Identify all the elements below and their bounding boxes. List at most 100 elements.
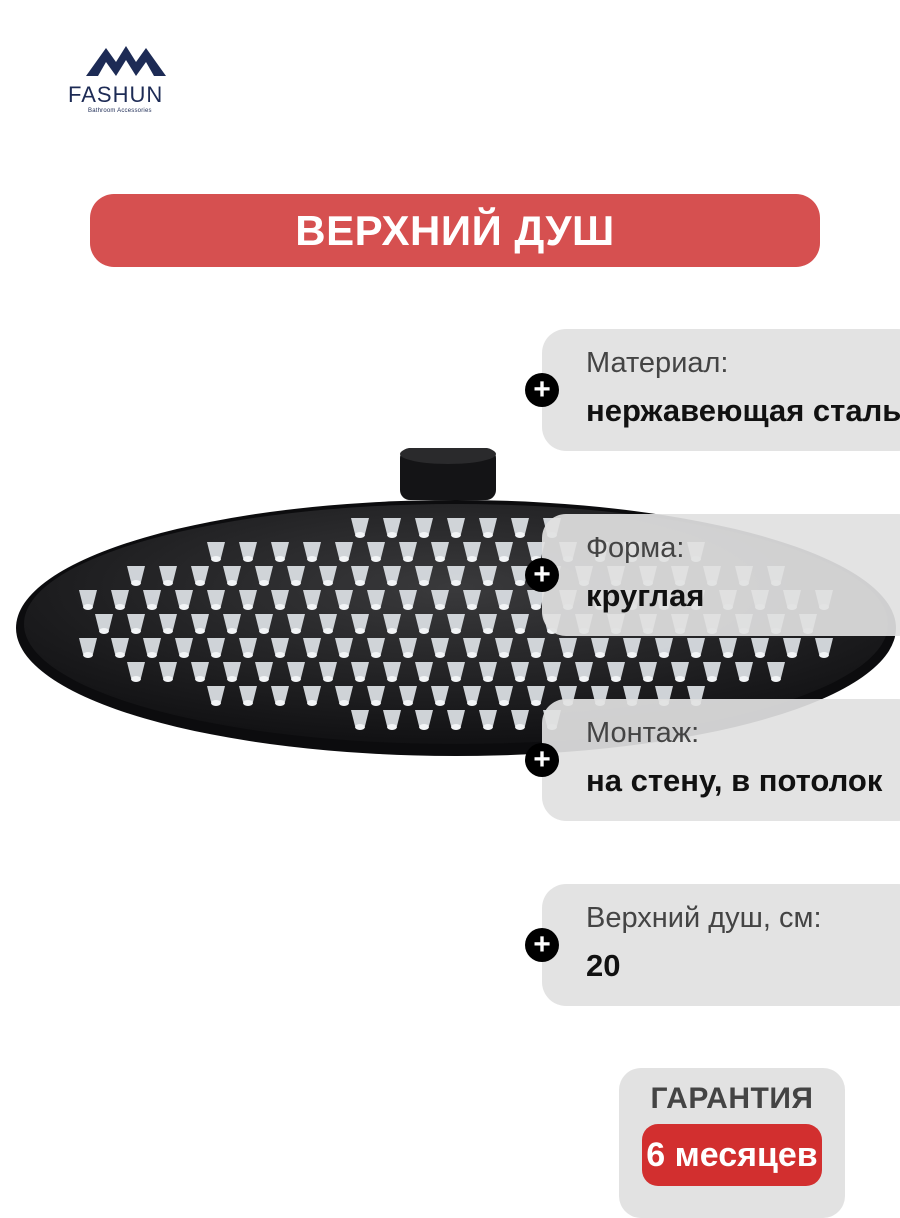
nozzle-tip: [243, 652, 253, 658]
nozzle-tip: [371, 604, 381, 610]
nozzle-tip: [131, 580, 141, 586]
nozzle-tip: [675, 676, 685, 682]
nozzle-tip: [723, 652, 733, 658]
nozzle: [399, 686, 417, 702]
nozzle-tip: [323, 580, 333, 586]
nozzle: [351, 710, 369, 726]
spec-value: нержавеющая сталь: [586, 393, 900, 428]
nozzle-tip: [387, 532, 397, 538]
spec-value: на стену, в потолок: [586, 763, 883, 798]
nozzle: [671, 662, 689, 678]
nozzle-tip: [243, 700, 253, 706]
nozzle: [207, 542, 225, 558]
nozzle-tip: [467, 652, 477, 658]
spec-value: круглая: [586, 578, 705, 613]
nozzle-tip: [403, 604, 413, 610]
nozzle: [543, 662, 561, 678]
nozzle-tip: [275, 604, 285, 610]
nozzle: [383, 614, 401, 630]
nozzle: [351, 614, 369, 630]
nozzle-tip: [707, 676, 717, 682]
nozzle-tip: [531, 652, 541, 658]
nozzle: [479, 614, 497, 630]
nozzle: [735, 662, 753, 678]
nozzle: [655, 638, 673, 654]
nozzle: [335, 590, 353, 606]
nozzle: [191, 662, 209, 678]
nozzle: [431, 638, 449, 654]
nozzle: [239, 542, 257, 558]
nozzle: [351, 518, 369, 534]
nozzle-tip: [547, 676, 557, 682]
nozzle-tip: [451, 676, 461, 682]
nozzle: [687, 686, 705, 702]
nozzle-tip: [451, 532, 461, 538]
nozzle: [271, 542, 289, 558]
nozzle: [319, 566, 337, 582]
nozzle: [223, 662, 241, 678]
nozzle: [127, 566, 145, 582]
nozzle: [207, 638, 225, 654]
nozzle-tip: [99, 628, 109, 634]
nozzle-tip: [499, 652, 509, 658]
nozzle: [527, 542, 545, 558]
nozzle-tip: [163, 628, 173, 634]
nozzle: [495, 686, 513, 702]
nozzle: [399, 638, 417, 654]
spec-value: 20: [586, 948, 621, 983]
nozzle: [383, 566, 401, 582]
nozzle: [175, 590, 193, 606]
nozzle: [255, 662, 273, 678]
nozzle: [239, 590, 257, 606]
nozzle: [335, 542, 353, 558]
nozzle-tip: [259, 580, 269, 586]
nozzle-tip: [787, 652, 797, 658]
nozzle-tip: [451, 724, 461, 730]
nozzle-tip: [147, 604, 157, 610]
nozzle-tip: [691, 652, 701, 658]
nozzle-tip: [387, 676, 397, 682]
nozzle: [159, 662, 177, 678]
spec-label: Форма:: [586, 532, 685, 564]
nozzle: [399, 542, 417, 558]
nozzle-tip: [451, 628, 461, 634]
nozzle-tip: [483, 676, 493, 682]
nozzle-tip: [467, 700, 477, 706]
nozzle-tip: [499, 556, 509, 562]
nozzle-tip: [483, 580, 493, 586]
nozzle: [383, 710, 401, 726]
nozzle-tip: [355, 580, 365, 586]
nozzle: [367, 638, 385, 654]
mountain-logo-icon: [86, 46, 166, 76]
nozzle: [79, 638, 97, 654]
nozzle-tip: [195, 628, 205, 634]
nozzle-tip: [179, 652, 189, 658]
nozzle-tip: [307, 556, 317, 562]
nozzle: [751, 638, 769, 654]
nozzle-tip: [771, 676, 781, 682]
spec-card-size: Верхний душ, см: 20: [542, 884, 900, 1006]
nozzle: [207, 686, 225, 702]
nozzle: [479, 518, 497, 534]
nozzle-tip: [403, 556, 413, 562]
nozzle: [447, 662, 465, 678]
nozzle: [527, 638, 545, 654]
nozzle-tip: [483, 724, 493, 730]
nozzle-tip: [579, 676, 589, 682]
nozzle: [655, 686, 673, 702]
nozzle: [463, 590, 481, 606]
nozzle-tip: [515, 532, 525, 538]
nozzle: [351, 566, 369, 582]
brand-logo: FASHUN Bathroom Accessories: [66, 40, 186, 120]
nozzle-tip: [339, 700, 349, 706]
nozzle-tip: [179, 604, 189, 610]
nozzle: [399, 590, 417, 606]
nozzle-tip: [531, 700, 541, 706]
nozzle-tip: [339, 556, 349, 562]
plus-icon: +: [525, 558, 559, 592]
nozzle-tip: [499, 604, 509, 610]
nozzle: [415, 710, 433, 726]
nozzle: [623, 638, 641, 654]
nozzle-tip: [515, 628, 525, 634]
nozzle: [639, 662, 657, 678]
